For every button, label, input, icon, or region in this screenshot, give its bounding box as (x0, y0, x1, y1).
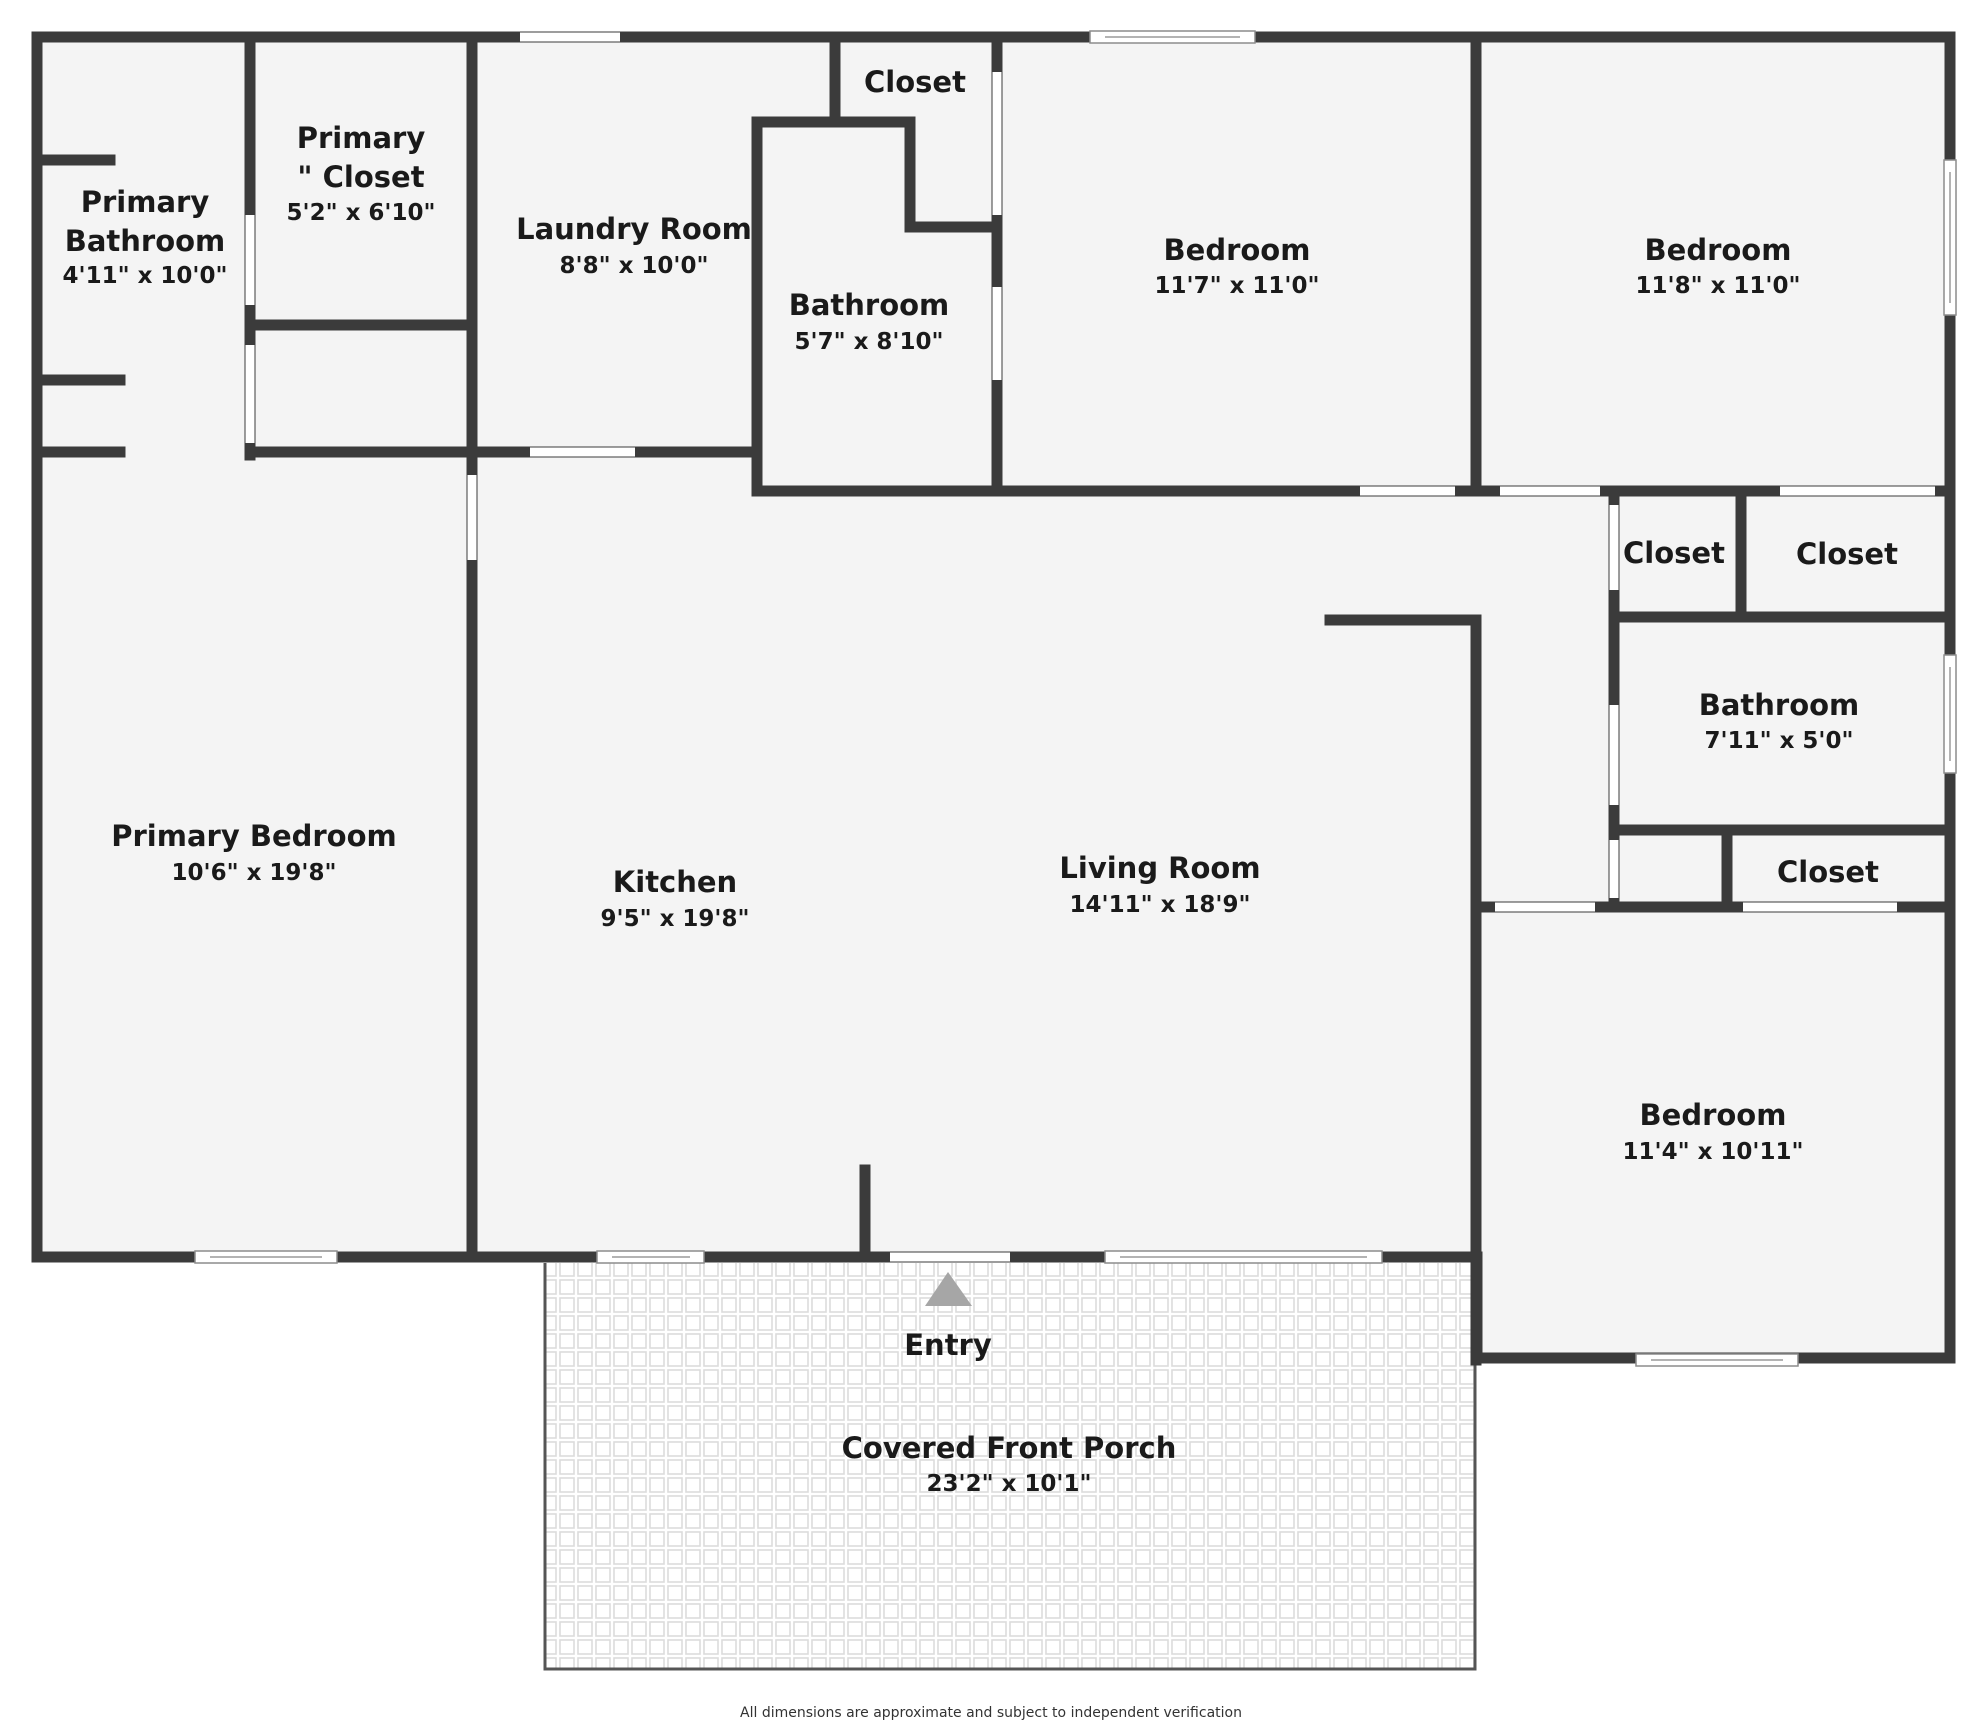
windows (194, 30, 1957, 1367)
laundry-room-name: Laundry Room (516, 212, 752, 246)
porch-outline (543, 1263, 1477, 1671)
bathroom-right-dims: 7'11" x 5'0" (1705, 728, 1854, 754)
primary-bedroom-dims: 10'6" x 19'8" (172, 860, 337, 886)
dimensions-disclaimer: All dimensions are approximate and subje… (740, 1705, 1242, 1721)
entry-arrow-icon (925, 1272, 972, 1306)
primary-bathroom-name-line1: Primary (81, 185, 210, 219)
covered-front-porch-dims: 23'2" x 10'1" (927, 1471, 1092, 1497)
covered-front-porch-area (545, 1263, 1475, 1669)
primary-bathroom-name-line2: Bathroom (65, 224, 226, 258)
living-room-name: Living Room (1059, 851, 1260, 885)
kitchen-name: Kitchen (613, 865, 737, 899)
bedroom-bottom-right-name: Bedroom (1640, 1098, 1787, 1132)
bathroom-right-name: Bathroom (1699, 688, 1860, 722)
primary-closet-dims: 5'2" x 6'10" (287, 200, 436, 226)
primary-closet-name-line2: " Closet (297, 160, 424, 194)
bedroom-top-middle-dims: 11'7" x 11'0" (1155, 273, 1320, 299)
living-room-dims: 14'11" x 18'9" (1070, 892, 1251, 918)
bedroom-top-right-name: Bedroom (1645, 233, 1792, 267)
primary-closet-name-line1: Primary (297, 121, 426, 155)
closet-right-3-name: Closet (1777, 855, 1879, 889)
closet-right-1-name: Closet (1623, 536, 1725, 570)
walls (31, 31, 1956, 1366)
room-labels: Primary Bathroom 4'11" x 10'0" Primary "… (63, 65, 1899, 1497)
primary-bathroom-dims: 4'11" x 10'0" (63, 263, 228, 289)
bathroom-center-name: Bathroom (789, 288, 950, 322)
entry-label: Entry (904, 1328, 992, 1362)
top-closet-name: Closet (864, 65, 966, 99)
closet-right-2-name: Closet (1796, 537, 1898, 571)
bedroom-top-right-dims: 11'8" x 11'0" (1636, 273, 1801, 299)
bathroom-center-dims: 5'7" x 8'10" (795, 329, 944, 355)
kitchen-dims: 9'5" x 19'8" (601, 906, 750, 932)
bedroom-bottom-right-dims: 11'4" x 10'11" (1623, 1139, 1804, 1165)
door-openings (245, 32, 1935, 1262)
primary-bedroom-name: Primary Bedroom (111, 819, 396, 853)
covered-front-porch-name: Covered Front Porch (842, 1431, 1177, 1465)
laundry-room-dims: 8'8" x 10'0" (560, 253, 709, 279)
bedroom-top-middle-name: Bedroom (1164, 233, 1311, 267)
